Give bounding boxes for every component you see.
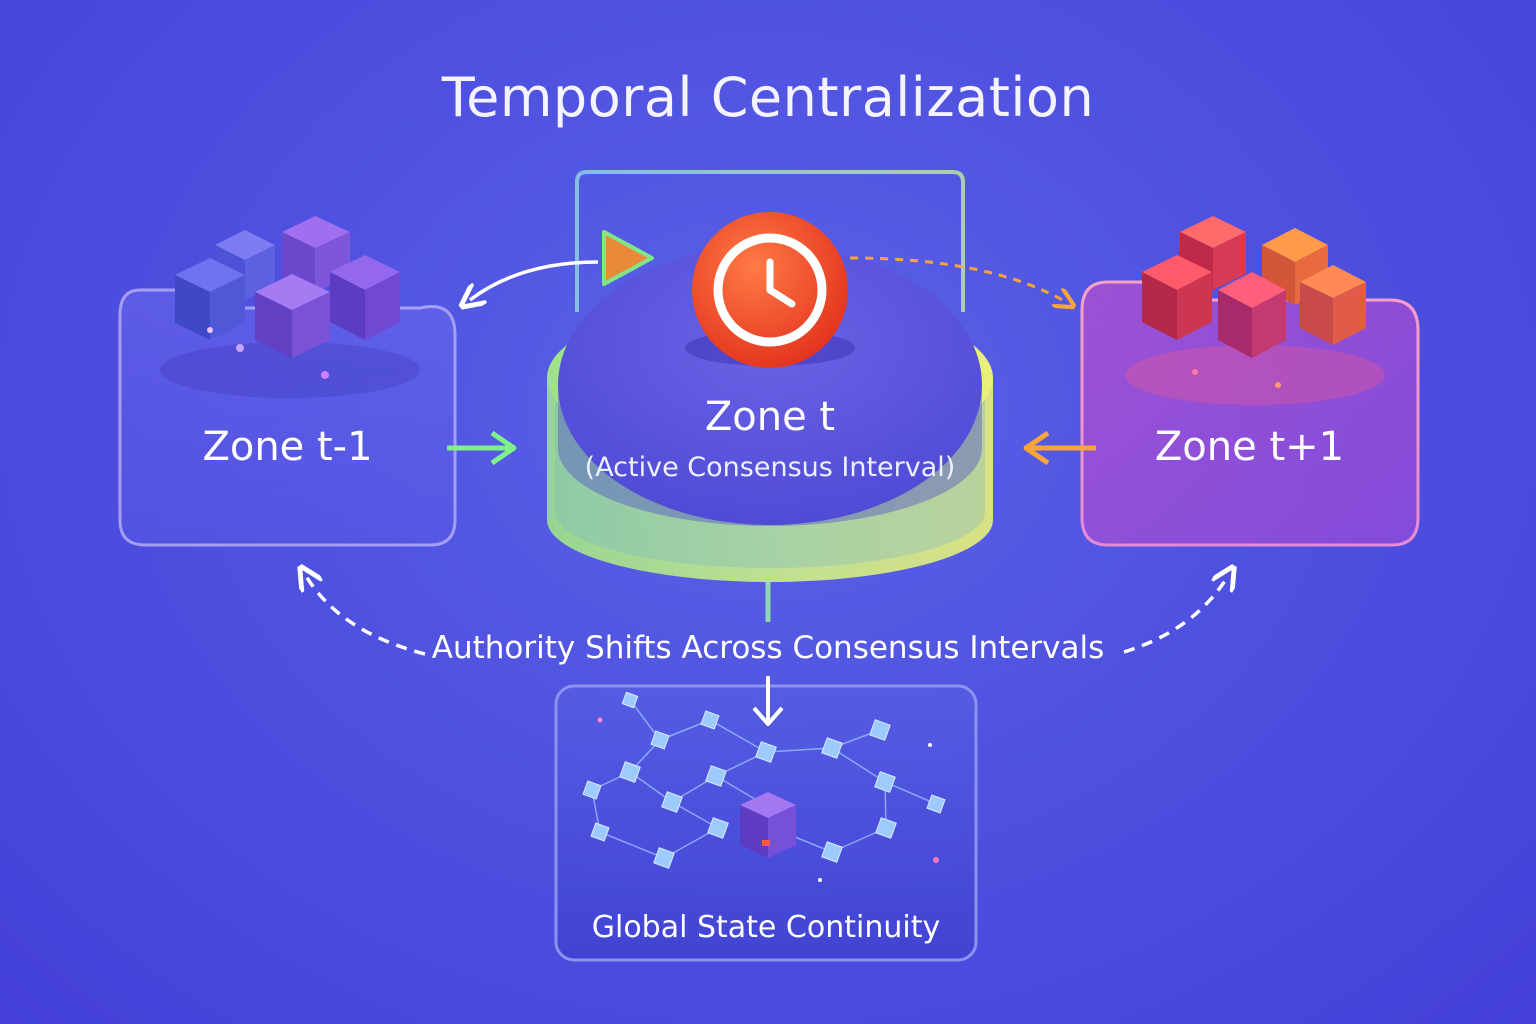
dashed-arc-right bbox=[1123, 576, 1228, 654]
zone-next-label: Zone t+1 bbox=[1154, 424, 1345, 470]
authority-caption: Authority Shifts Across Consensus Interv… bbox=[431, 630, 1105, 666]
active-zone-frame bbox=[575, 170, 965, 312]
play-icon bbox=[602, 230, 654, 286]
zone-current-label: Zone t bbox=[704, 394, 836, 440]
arrow-current-to-previous bbox=[470, 260, 599, 300]
zone-previous-label: Zone t-1 bbox=[202, 424, 373, 470]
network-graph-icon bbox=[582, 691, 946, 882]
clock-icon bbox=[685, 212, 855, 368]
arrow-next-to-current bbox=[1023, 430, 1096, 466]
arrow-previous-to-current bbox=[447, 430, 517, 466]
cube-cluster-icon bbox=[160, 216, 420, 398]
arrow-current-to-next bbox=[849, 256, 1066, 302]
cube-cluster-icon bbox=[1125, 216, 1385, 405]
dashed-arc-left bbox=[306, 576, 426, 656]
continuity-label: Global State Continuity bbox=[591, 910, 941, 945]
zone-current-sublabel: (Active Consensus Interval) bbox=[584, 452, 956, 483]
diagram-title: Temporal Centralization bbox=[441, 66, 1095, 129]
arrow-into-continuity bbox=[752, 676, 784, 726]
active-zone-platform bbox=[547, 245, 993, 582]
